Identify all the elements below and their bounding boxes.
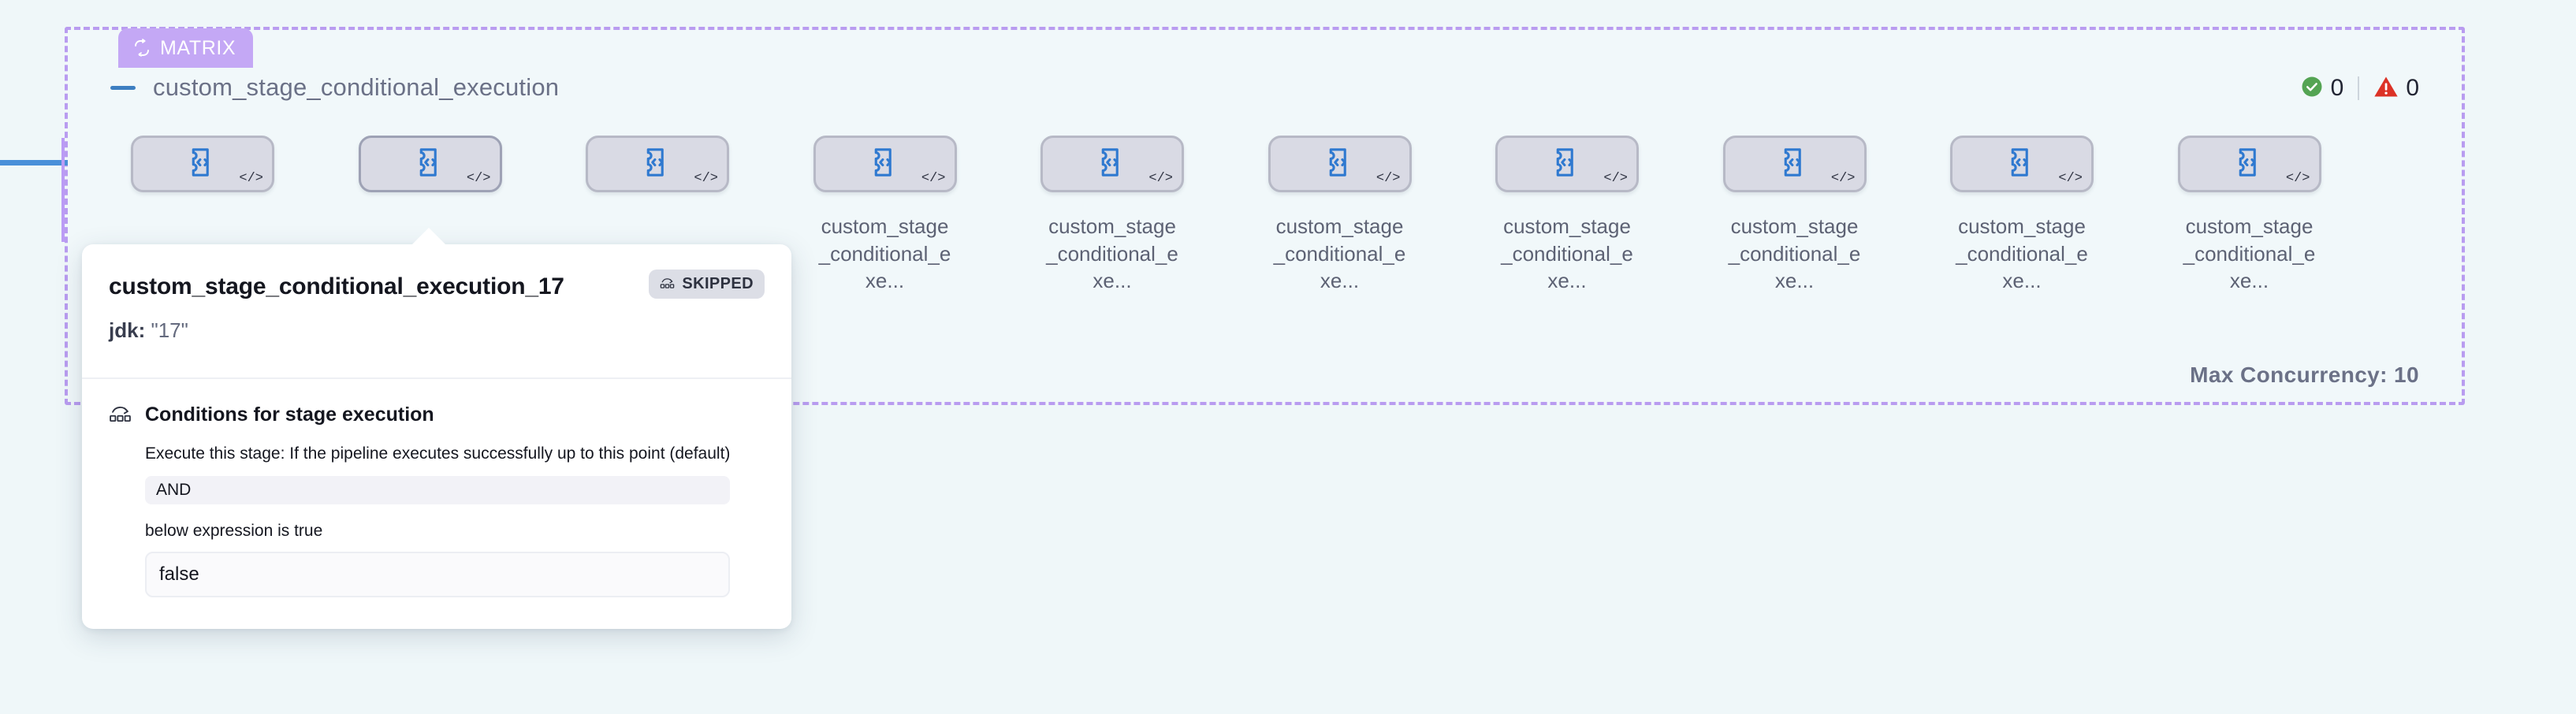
code-brackets-icon: </> <box>1375 171 1401 186</box>
matrix-parameter: jdk: "17" <box>109 318 765 343</box>
matrix-parameter-key: jdk: <box>109 318 146 342</box>
matrix-node-4[interactable]: </> custom_stage_conditional_exe... <box>813 136 957 295</box>
page-title: custom_stage_conditional_execution <box>153 73 560 101</box>
status-counts: 0 0 <box>2300 73 2419 104</box>
code-brackets-icon: </> <box>2058 171 2083 186</box>
status-badge-success: 0 <box>2300 75 2344 102</box>
matrix-node-6[interactable]: </> custom_stage_conditional_exe... <box>1268 136 1412 295</box>
matrix-node-box[interactable]: </> <box>813 136 957 192</box>
code-brackets-icon: </> <box>2285 171 2310 186</box>
matrix-node-box[interactable]: </> <box>2177 136 2321 192</box>
matrix-connector-anchor <box>61 138 65 242</box>
matrix-node-box[interactable]: </> <box>1040 136 1184 192</box>
matrix-node-10[interactable]: </> custom_stage_conditional_exe... <box>2177 136 2321 295</box>
matrix-node-box[interactable]: </> <box>1950 136 2094 192</box>
custom-stage-code-icon <box>185 145 220 184</box>
matrix-node-3[interactable]: </> <box>586 136 729 213</box>
warning-triangle-icon <box>2373 75 2399 102</box>
status-badge-label: SKIPPED <box>682 275 754 292</box>
matrix-node-box[interactable]: </> <box>1722 136 1867 192</box>
conditions-expression-field[interactable]: false <box>145 552 730 598</box>
skip-stage-icon <box>660 276 675 293</box>
custom-stage-code-icon <box>868 145 903 184</box>
matrix-badge-label: MATRIX <box>160 36 236 59</box>
success-count: 0 <box>2330 75 2344 101</box>
custom-stage-code-icon <box>1778 145 1812 184</box>
matrix-node-box[interactable]: </> <box>131 136 274 192</box>
status-badge-warning: 0 <box>2373 75 2419 102</box>
status-divider <box>2358 76 2360 100</box>
matrix-node-label: custom_stage_conditional_exe... <box>1273 214 1406 293</box>
code-brackets-icon: </> <box>466 171 491 186</box>
custom-stage-code-icon <box>1550 145 1584 184</box>
incoming-connector-line <box>0 160 68 165</box>
max-concurrency-label: Max Concurrency: 10 <box>2190 363 2419 387</box>
custom-stage-code-icon <box>1323 145 1357 184</box>
matrix-parameter-value: "17" <box>151 318 188 342</box>
conditions-operator-chip: AND <box>145 476 730 505</box>
loop-refresh-icon <box>132 39 151 58</box>
stage-header: custom_stage_conditional_execution <box>110 68 2433 107</box>
code-brackets-icon: </> <box>1830 171 1856 186</box>
matrix-node-label: custom_stage_conditional_exe... <box>1046 214 1178 293</box>
warning-count: 0 <box>2406 75 2419 101</box>
custom-stage-code-icon <box>2005 145 2039 184</box>
stage-details-popover: custom_stage_conditional_execution_17 SK… <box>82 228 791 630</box>
matrix-node-box[interactable]: </> <box>1268 136 1412 192</box>
matrix-node-box[interactable]: </> <box>358 136 502 192</box>
code-brackets-icon: </> <box>239 171 263 186</box>
matrix-node-label: custom_stage_conditional_exe... <box>2183 214 2316 293</box>
conditions-heading-row: Conditions for stage execution <box>109 403 765 427</box>
code-brackets-icon: </> <box>1148 171 1173 186</box>
conditions-expression-note: below expression is true <box>145 522 323 541</box>
matrix-node-label: custom_stage_conditional_exe... <box>1728 214 1861 293</box>
popover-arrow <box>411 228 446 245</box>
minus-icon[interactable] <box>110 85 136 90</box>
code-brackets-icon: </> <box>1603 171 1628 186</box>
matrix-badge[interactable]: MATRIX <box>118 28 254 68</box>
skip-stage-icon <box>109 403 132 427</box>
code-brackets-icon: </> <box>694 171 718 186</box>
matrix-node-2[interactable]: </> <box>358 136 502 213</box>
custom-stage-code-icon <box>2232 145 2267 184</box>
matrix-node-label: custom_stage_conditional_exe... <box>1501 214 1633 293</box>
custom-stage-code-icon <box>413 145 448 184</box>
matrix-node-8[interactable]: </> custom_stage_conditional_exe... <box>1722 136 1867 295</box>
matrix-node-label: custom_stage_conditional_exe... <box>1956 214 2088 293</box>
matrix-node-5[interactable]: </> custom_stage_conditional_exe... <box>1040 136 1184 295</box>
matrix-node-9[interactable]: </> custom_stage_conditional_exe... <box>1950 136 2094 295</box>
matrix-node-label: custom_stage_conditional_exe... <box>818 214 951 293</box>
matrix-node-1[interactable]: </> <box>131 136 274 213</box>
matrix-node-box[interactable]: </> <box>1495 136 1639 192</box>
conditions-heading: Conditions for stage execution <box>145 403 434 426</box>
matrix-node-row: </> </> </> </> custom_stage_conditional_exe… <box>65 136 2465 372</box>
custom-stage-code-icon <box>1095 145 1130 184</box>
popover-title: custom_stage_conditional_execution_17 <box>109 273 564 299</box>
matrix-node-7[interactable]: </> custom_stage_conditional_exe... <box>1495 136 1639 295</box>
popover-body: Conditions for stage execution Execute t… <box>82 379 791 629</box>
conditions-description: Execute this stage: If the pipeline exec… <box>145 444 731 463</box>
code-brackets-icon: </> <box>921 171 946 186</box>
popover-header: custom_stage_conditional_execution_17 SK… <box>82 244 791 379</box>
status-badge-skipped: SKIPPED <box>649 270 765 299</box>
check-circle-icon <box>2300 75 2324 102</box>
custom-stage-code-icon <box>640 145 675 184</box>
matrix-node-box[interactable]: </> <box>586 136 729 192</box>
